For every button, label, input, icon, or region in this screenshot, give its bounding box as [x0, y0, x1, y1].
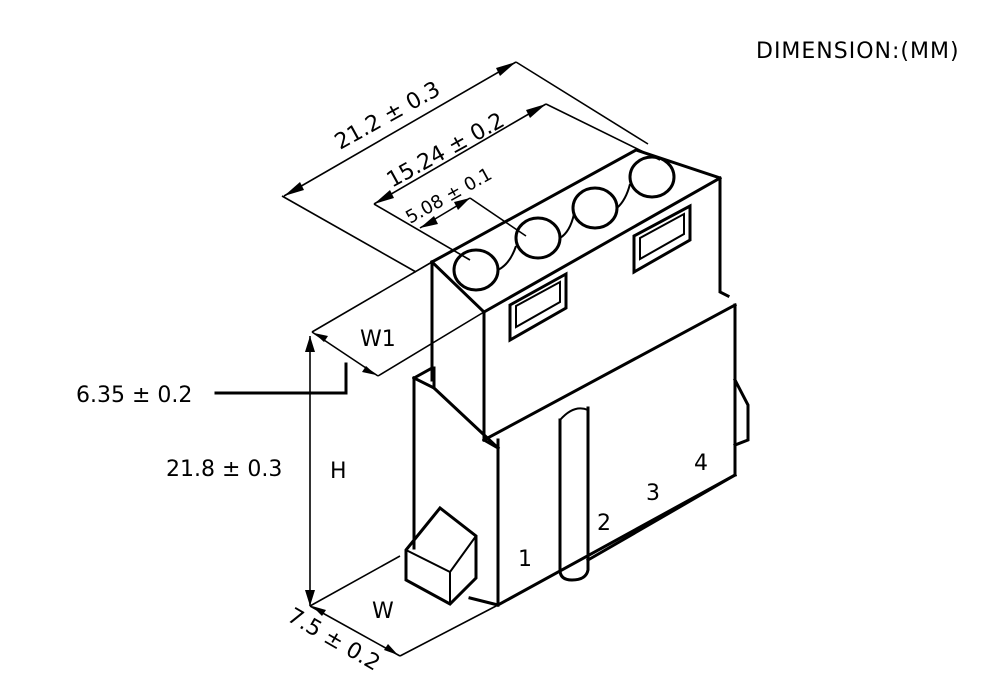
pin-label-2: 2 — [597, 511, 611, 536]
depth-label: W — [372, 599, 394, 624]
latch-windows — [508, 203, 692, 343]
dim-height — [305, 336, 315, 606]
pin-label-1: 1 — [518, 547, 532, 572]
w1-label: W1 — [360, 327, 396, 352]
dim-pitch — [419, 197, 527, 237]
pin-label-3: 3 — [646, 481, 660, 506]
height-value: 21.8 ± 0.3 — [166, 457, 282, 482]
overall-width-label: 21.2 ± 0.3 — [331, 77, 445, 155]
dim-pin-span — [373, 103, 661, 261]
dimension-units-note: DIMENSION:(MM) — [756, 39, 960, 64]
w1-value: 6.35 ± 0.2 — [76, 383, 192, 408]
dim-depth — [309, 555, 499, 657]
depth-value: 7.5 ± 0.2 — [283, 604, 384, 677]
dim-w1-leader — [214, 362, 348, 395]
pin-label-4: 4 — [694, 451, 708, 476]
dim-w1 — [311, 261, 485, 377]
dim-overall-width — [281, 61, 649, 273]
pin-holes — [452, 155, 676, 292]
connector-body — [404, 148, 750, 608]
height-label: H — [330, 459, 347, 484]
